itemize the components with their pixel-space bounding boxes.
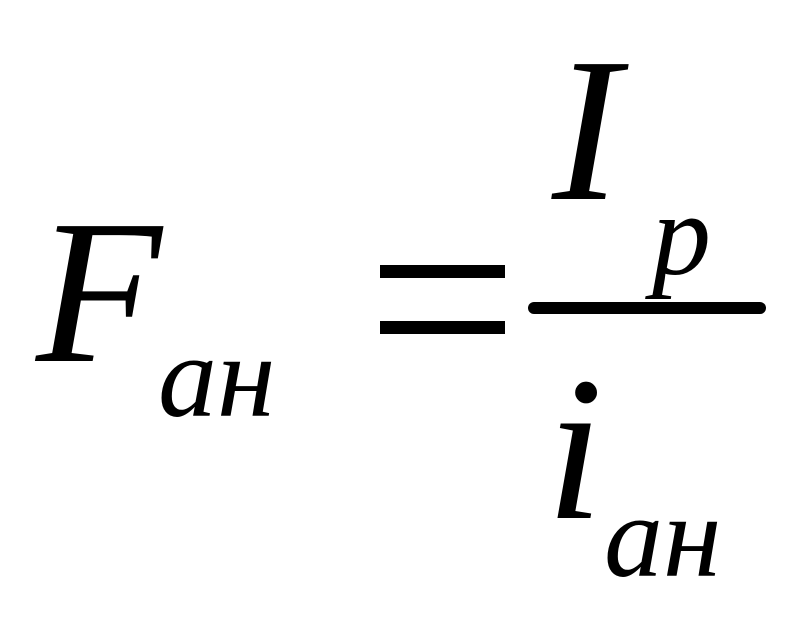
equals-sign (380, 265, 505, 335)
denominator-symbol: i (546, 334, 604, 563)
denominator-subscript: ан (604, 471, 722, 602)
numerator-symbol: I (552, 15, 621, 244)
lhs-subscript: ан (158, 311, 276, 442)
numerator-subscript: p (652, 169, 711, 300)
fraction-bar (528, 302, 766, 314)
equals-bar-bottom (380, 321, 505, 334)
lhs-symbol: F (36, 177, 162, 406)
equals-bar-top (380, 265, 505, 278)
